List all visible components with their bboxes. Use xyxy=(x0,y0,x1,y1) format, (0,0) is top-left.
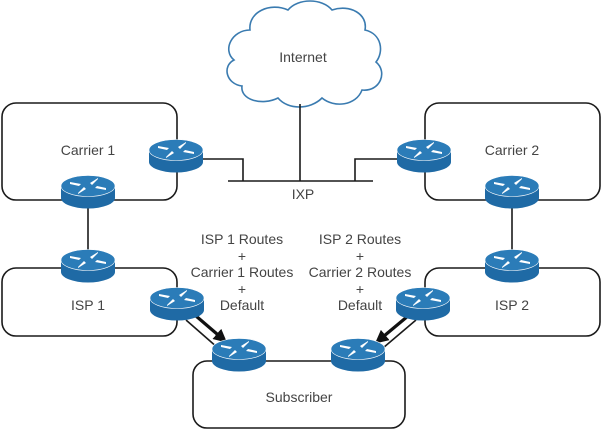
network-subscriber: Subscriber xyxy=(192,360,406,429)
annotation-line: Default xyxy=(338,297,382,313)
route-annotation-isp2: ISP 2 Routes + Carrier 2 Routes + Defaul… xyxy=(309,231,412,313)
internet-label: Internet xyxy=(279,49,327,65)
isp-2-label: ISP 2 xyxy=(495,297,529,313)
carrier-2-label: Carrier 2 xyxy=(485,142,540,158)
subscriber-boundary xyxy=(192,360,406,429)
router-icon xyxy=(484,249,540,283)
route-advertisement-arrow-isp2 xyxy=(374,314,410,344)
cloud-icon xyxy=(226,0,383,108)
carrier1-to-ixp-link xyxy=(200,158,244,181)
router-icon xyxy=(395,287,451,321)
ixp-exchange: IXP xyxy=(200,104,400,202)
annotation-line: Carrier 2 Routes xyxy=(309,264,412,280)
router-icon xyxy=(484,175,540,209)
carrier2-to-ixp-link xyxy=(354,158,400,181)
internet-cloud: Internet xyxy=(226,0,383,108)
router-icon xyxy=(60,175,116,209)
router-icon xyxy=(148,139,204,173)
annotation-line: + xyxy=(356,281,364,297)
subscriber-label: Subscriber xyxy=(266,389,333,405)
isp-1-label: ISP 1 xyxy=(71,297,105,313)
router-icon xyxy=(396,139,452,173)
isp1-to-subscriber-link xyxy=(185,319,219,349)
router-icon xyxy=(211,338,267,372)
carrier-1-label: Carrier 1 xyxy=(61,142,116,158)
router-icon xyxy=(149,287,205,321)
ixp-label: IXP xyxy=(292,186,315,202)
route-annotation-isp1: ISP 1 Routes + Carrier 1 Routes + Defaul… xyxy=(191,231,294,313)
router-icon xyxy=(330,338,386,372)
annotation-line: Default xyxy=(220,297,264,313)
route-advertisement-arrow-isp1 xyxy=(194,314,228,343)
annotation-line: ISP 2 Routes xyxy=(319,231,401,247)
annotation-line: Carrier 1 Routes xyxy=(191,264,294,280)
annotation-line: + xyxy=(356,248,364,264)
router-icon xyxy=(60,249,116,283)
annotation-line: + xyxy=(238,281,246,297)
annotation-line: + xyxy=(238,248,246,264)
annotation-line: ISP 1 Routes xyxy=(201,231,283,247)
network-carrier-1: Carrier 1 xyxy=(1,102,178,201)
